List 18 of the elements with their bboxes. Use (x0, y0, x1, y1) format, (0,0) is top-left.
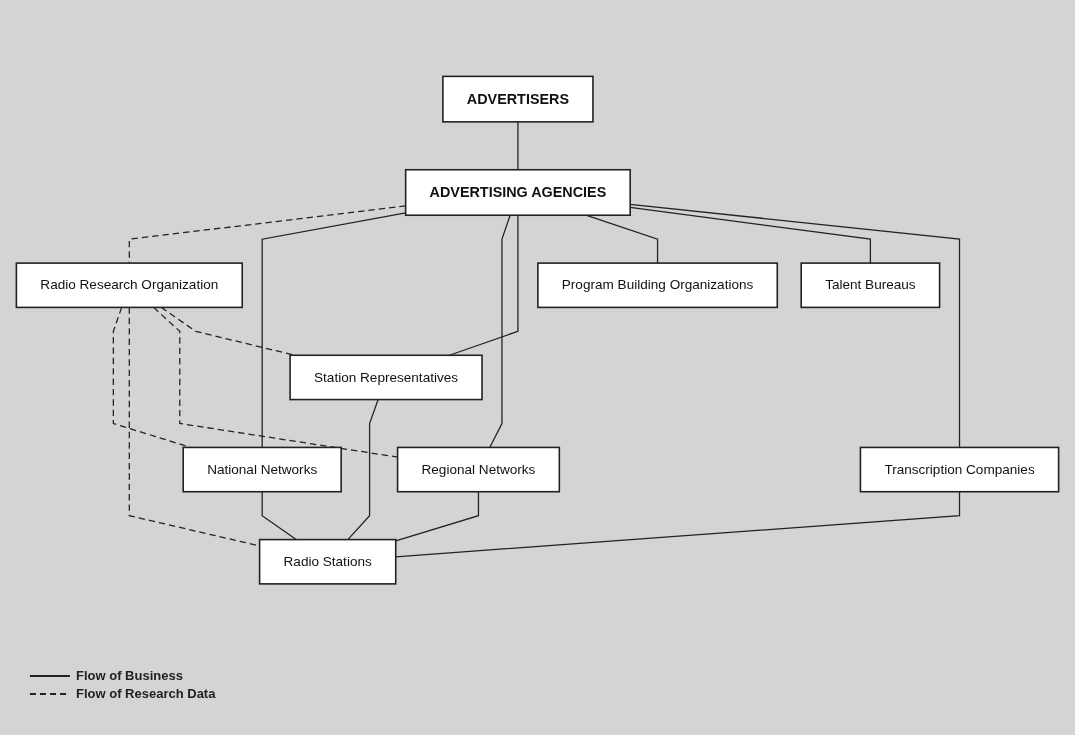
connector (395, 490, 480, 542)
node-box: National Networks (182, 446, 342, 493)
connector (489, 214, 511, 448)
node-box: ADVERTISERS (442, 75, 594, 123)
connector (261, 490, 297, 541)
legend-text: Flow of Research Data (76, 686, 216, 701)
legend-text: Flow of Business (76, 668, 183, 683)
node-box: Radio Stations (258, 538, 397, 585)
node-box: Regional Networks (396, 446, 561, 493)
connector (517, 121, 519, 171)
node-box: Radio Research Organization (15, 262, 244, 309)
node-box: Transcription Companies (859, 446, 1060, 493)
node-box: Station Representatives (289, 354, 483, 401)
node-box: Program Building Organizations (537, 262, 779, 309)
node-box: ADVERTISING AGENCIES (404, 168, 631, 216)
connector (395, 490, 961, 558)
node-box: Talent Bureaus (800, 262, 941, 309)
connector (347, 398, 379, 541)
